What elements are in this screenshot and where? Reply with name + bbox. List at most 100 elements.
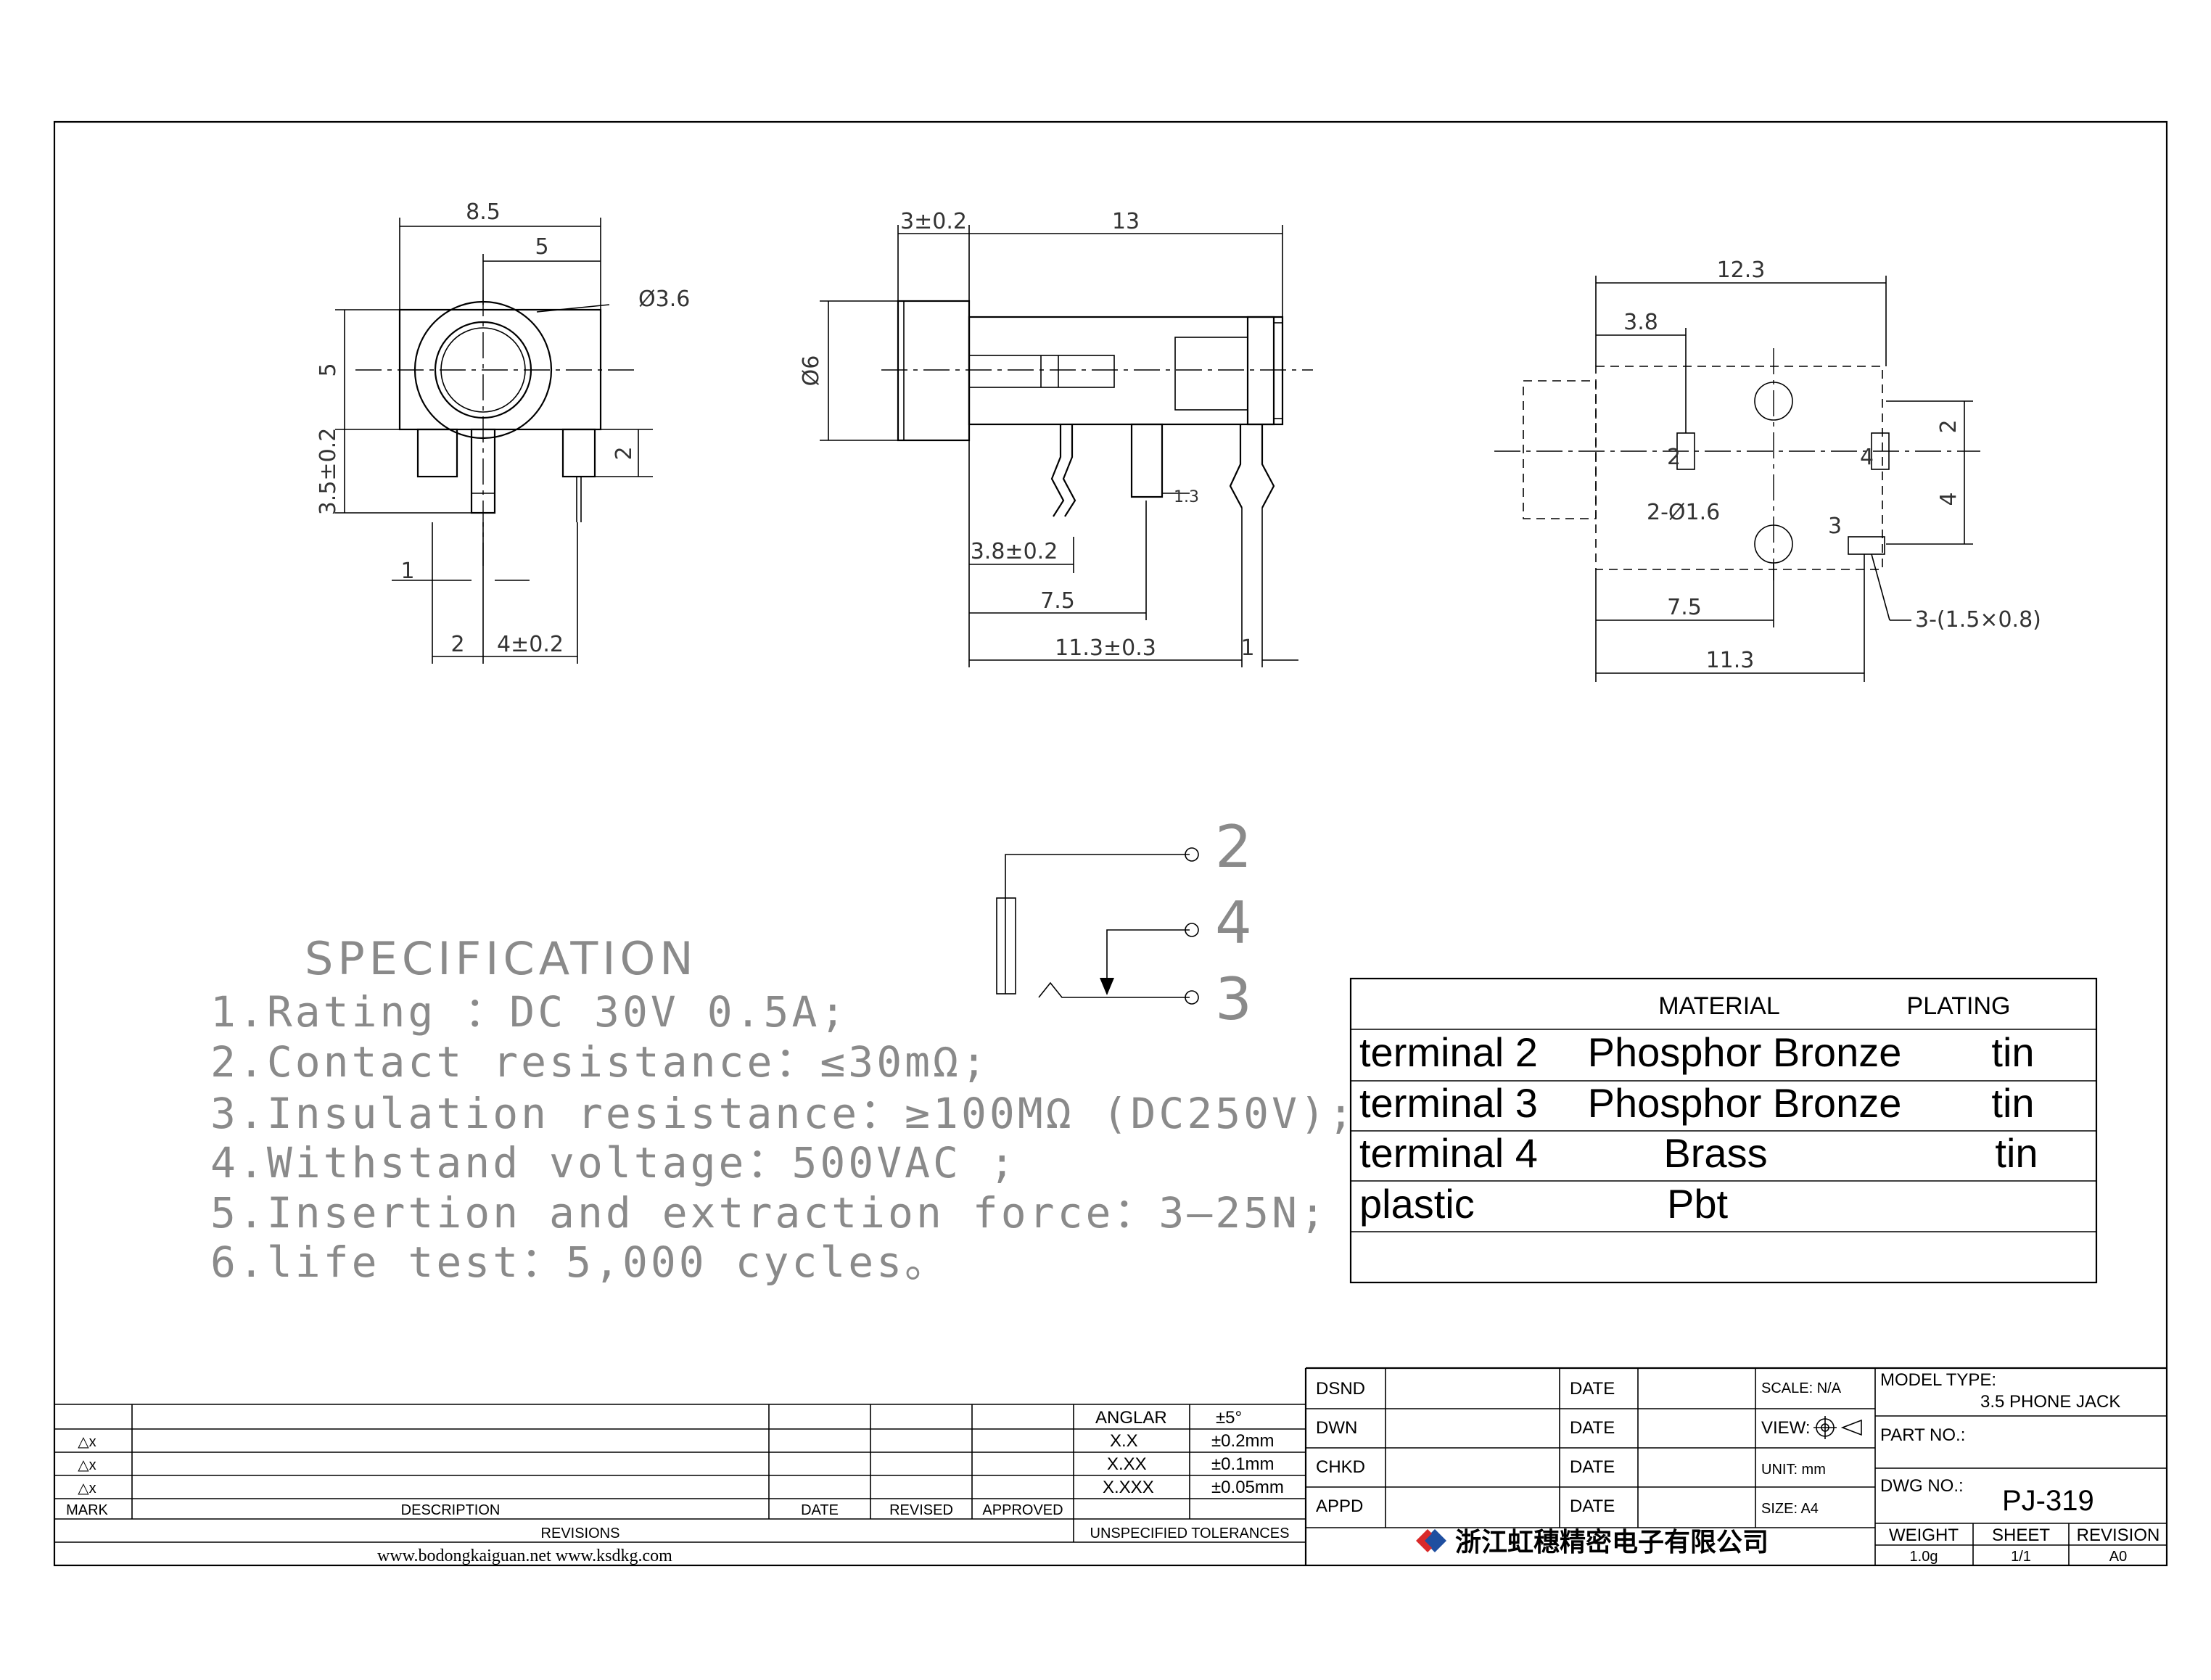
tol-xxx-label: X.XXX: [1103, 1478, 1154, 1497]
tol-x-value: ±0.2mm: [1211, 1431, 1275, 1451]
dim-side-diameter: Ø6: [799, 355, 824, 387]
rev-mark-1: △x: [78, 1434, 96, 1450]
dim-pcb-length: 12.3: [1717, 258, 1766, 283]
sheet-label: SHEET: [1992, 1525, 2050, 1545]
schematic-tip-contact: [996, 897, 1016, 995]
row-1-plating: tin: [1991, 1029, 2034, 1075]
row-4-material: Pbt: [1667, 1181, 1728, 1227]
row-1-material: Phosphor Bronze: [1588, 1029, 1902, 1075]
revision-value: A0: [2109, 1549, 2127, 1565]
row-2-plating: tin: [1991, 1080, 2034, 1126]
dim-pcb-pad-size: 3-(1.5×0.8): [1915, 607, 2041, 633]
dim-side-pin: 1.3: [1174, 488, 1199, 506]
dim-side-center-pos: 7.5: [1040, 588, 1075, 614]
plating-header: PLATING: [1907, 992, 2011, 1020]
dim-side-pin2-pos: 3.8±0.2: [971, 539, 1058, 564]
rev-col-revised: REVISED: [889, 1502, 953, 1518]
row-2-material: Phosphor Bronze: [1588, 1080, 1902, 1126]
model-type-label: MODEL TYPE:: [1880, 1370, 1996, 1390]
dim-side-pin4-pos: 11.3±0.3: [1055, 635, 1156, 661]
signoff-dwn: DWN: [1316, 1418, 1357, 1438]
unit-label: UNIT: mm: [1761, 1462, 1826, 1478]
front-pin-left: [416, 428, 458, 478]
spec-item-4: 4.Withstand voltage：500VAC ;: [210, 1138, 1018, 1187]
dim-side-nut: 3±0.2: [900, 209, 967, 234]
revisions-block: △x △x △x MARK DESCRIPTION DATE REVISED A…: [54, 1368, 1307, 1565]
schematic: 2 4 3: [996, 813, 1252, 1033]
rev-col-description: DESCRIPTION: [401, 1502, 501, 1518]
schematic-pin-3: 3: [1215, 965, 1252, 1033]
dim-front-pin-length: 3.5±0.2: [316, 428, 341, 516]
schematic-pin-2: 2: [1215, 813, 1252, 881]
dim-front-half: 5: [535, 234, 548, 260]
rev-mark-3: △x: [78, 1481, 96, 1496]
dim-front-pin-span: 4±0.2: [497, 632, 564, 657]
dim-side-length: 13: [1112, 209, 1140, 234]
rev-col-approved: APPROVED: [982, 1502, 1063, 1518]
dim-front-pin-right: 2: [612, 446, 637, 460]
row-1-part: terminal 2: [1359, 1029, 1538, 1075]
dim-pcb-hole-top: 2: [1936, 419, 1961, 433]
side-plug-channel: [968, 355, 1115, 388]
rev-mark-2: △x: [78, 1457, 96, 1473]
row-3-part: terminal 4: [1359, 1130, 1538, 1176]
pcb-layout: 12.3 3.8 2 4 2 4 2-Ø1.6 3 7.5 11.3 3-(1.…: [1494, 258, 2041, 682]
date-label-4: DATE: [1570, 1496, 1615, 1516]
signoff-dsnd: DSND: [1316, 1379, 1365, 1399]
pcb-pad-3: [1848, 536, 1885, 555]
revisions-label: REVISIONS: [541, 1525, 620, 1541]
side-body: [968, 316, 1284, 426]
sheet-border: [53, 120, 2168, 1567]
schematic-pin-4: 4: [1215, 889, 1252, 957]
websites: www.bodongkaiguan.net www.ksdkg.com: [377, 1547, 672, 1565]
dim-pcb-hole-bottom: 4: [1936, 492, 1961, 506]
company-name: 浙江虹穗精密电子有限公司: [1455, 1527, 1769, 1557]
dim-front-hole: Ø3.6: [638, 287, 690, 312]
tol-x-label: X.X: [1110, 1431, 1138, 1451]
tol-xx-value: ±0.1mm: [1211, 1454, 1275, 1474]
signoff-chkd: CHKD: [1316, 1457, 1365, 1477]
label-pcb-pad3: 3: [1828, 514, 1842, 539]
dim-front-height: 5: [316, 363, 341, 376]
dim-pcb-pad3-pos: 11.3: [1706, 648, 1755, 673]
model-type-value: 3.5 PHONE JACK: [1980, 1392, 2120, 1412]
spec-item-3: 3.Insulation resistance：≥100MΩ (DC250V);: [210, 1089, 1356, 1138]
weight-value: 1.0g: [1910, 1549, 1938, 1565]
dim-front-pin-gap: 2: [450, 632, 464, 657]
front-pin-right: [561, 428, 596, 478]
side-nut: [897, 300, 971, 442]
row-3-material: Brass: [1663, 1130, 1767, 1176]
spec-item-1: 1.Rating ：DC 30V 0.5A;: [210, 987, 848, 1037]
dim-pcb-pad2-pos: 3.8: [1623, 310, 1658, 335]
dim-side-pin4-width: 1: [1240, 635, 1254, 661]
row-4-part: plastic: [1359, 1181, 1475, 1227]
pcb-pad-4: [1871, 432, 1890, 470]
dwg-no-label: DWG NO.:: [1880, 1476, 1964, 1496]
dim-front-pin-width: 1: [400, 559, 414, 584]
row-2-part: terminal 3: [1359, 1080, 1538, 1126]
pcb-hole-top: [1754, 382, 1793, 421]
signoff-appd: APPD: [1316, 1496, 1363, 1516]
weight-label: WEIGHT: [1889, 1525, 1959, 1545]
side-pin-4: [1229, 424, 1275, 508]
date-label-1: DATE: [1570, 1379, 1615, 1399]
projection-icon: [1813, 1416, 1862, 1439]
row-3-plating: tin: [1995, 1130, 2038, 1176]
tolerances-label: UNSPECIFIED TOLERANCES: [1090, 1525, 1290, 1541]
spec-item-5: 5.Insertion and extraction force：3—25N;: [210, 1188, 1328, 1238]
material-table: MATERIAL PLATING terminal 2 Phosphor Bro…: [1349, 977, 2098, 1284]
dim-pcb-hole-pos: 7.5: [1667, 595, 1702, 620]
dim-pcb-holes: 2-Ø1.6: [1647, 500, 1720, 525]
sheet-value: 1/1: [2011, 1549, 2031, 1565]
date-label-2: DATE: [1570, 1418, 1615, 1438]
pcb-nut-outline: [1523, 380, 1597, 519]
rev-col-mark: MARK: [66, 1502, 108, 1518]
material-header: MATERIAL: [1658, 992, 1780, 1020]
side-pin-2: [1050, 424, 1076, 517]
side-view: 3±0.2 13 Ø6 1.3 3.8±0.2 7.5 11.3±0.3 1: [799, 209, 1313, 667]
title-block: DSND DWN CHKD APPD DATE DATE DATE DATE S…: [1306, 1367, 2167, 1565]
pcb-body-outline: [1595, 366, 1883, 570]
label-pcb-pad4: 4: [1860, 445, 1874, 470]
side-pin-center: [1130, 423, 1164, 498]
